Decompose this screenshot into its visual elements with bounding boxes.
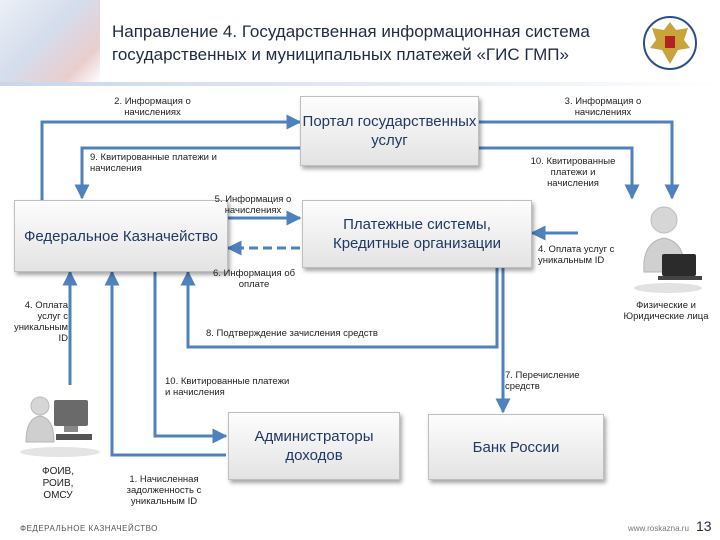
node-admins-label: Администраторы доходов bbox=[254, 428, 374, 464]
emblem-icon bbox=[643, 16, 697, 70]
flag-background bbox=[0, 0, 100, 82]
people-computers-icon bbox=[20, 396, 100, 457]
flow-label-3: 3. Информация о начислениях bbox=[564, 96, 642, 118]
flow-label-10-top: 10. Квитированные платежи и начисления bbox=[530, 156, 616, 189]
page-title: Направление 4. Государственная информаци… bbox=[112, 22, 590, 64]
node-treasury: Федеральное Казначейство bbox=[14, 200, 228, 272]
footer-site: www.roskazna.ru bbox=[628, 524, 689, 533]
flow-label-5: 5. Информация о начислениях bbox=[214, 194, 292, 216]
node-portal-label: Портал государственных услуг bbox=[302, 113, 477, 149]
flow-label-4-left: 4. Оплата услуг с уникальным ID bbox=[13, 300, 68, 344]
footer-org: ФЕДЕРАЛЬНОЕ КАЗНАЧЕЙСТВО bbox=[20, 524, 158, 533]
person-laptop-icon bbox=[634, 206, 702, 293]
flow-label-9: 9. Квитированные платежи и начисления bbox=[90, 152, 217, 174]
node-portal: Портал государственных услуг bbox=[300, 96, 479, 166]
flow-label-8: 8. Подтверждение зачисления средств bbox=[206, 328, 378, 339]
node-admins: Администраторы доходов bbox=[228, 412, 400, 480]
flow-label-10-bottom: 10. Квитированные платежи и начисления bbox=[165, 376, 290, 398]
node-bank: Банк России bbox=[428, 414, 604, 480]
node-treasury-label: Федеральное Казначейство bbox=[23, 227, 219, 245]
flow-label-6: 6. Информация об оплате bbox=[212, 268, 296, 290]
flow-label-1: 1. Начисленная задолженность с уникальны… bbox=[126, 474, 202, 507]
actor-individuals-label: Физические и Юридические лица bbox=[623, 300, 709, 322]
flow-label-4-right: 4. Оплата услуг с уникальным ID bbox=[538, 244, 615, 266]
flow-label-7: 7. Перечисление средств bbox=[505, 370, 580, 392]
header-divider bbox=[0, 82, 720, 86]
page-number: 13 bbox=[696, 518, 712, 534]
node-payment-systems: Платежные системы, Кредитные организации bbox=[302, 200, 532, 268]
node-payment-systems-label: Платежные системы, Кредитные организации bbox=[332, 216, 502, 252]
node-bank-label: Банк России bbox=[472, 438, 560, 456]
actor-foiv-label: ФОИВ, РОИВ, ОМСУ bbox=[41, 466, 75, 501]
flow-label-2: 2. Информация о начислениях bbox=[114, 96, 191, 118]
